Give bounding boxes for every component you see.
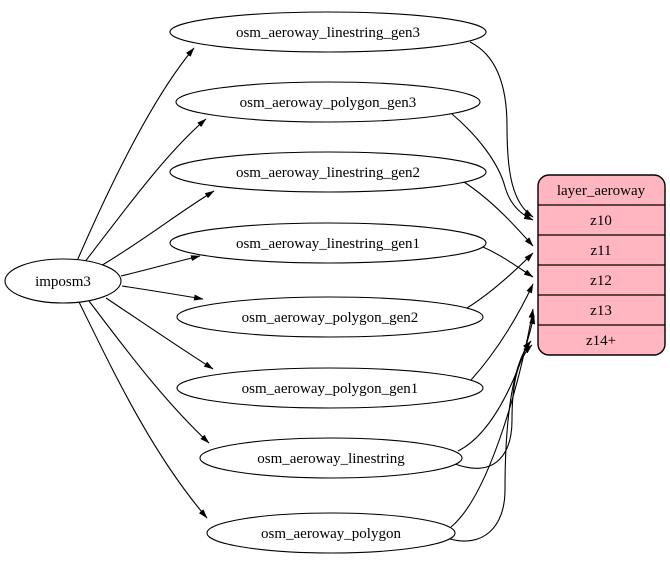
edge-linestring-gen1-z12 (482, 246, 534, 278)
table-node-label: osm_aeroway_linestring (257, 451, 405, 467)
layer-node-layer-aeroway: layer_aeroway z10 z11 z12 z13 z14+ (537, 174, 666, 356)
layer-node-title: layer_aeroway (557, 183, 646, 199)
table-node-label: osm_aeroway_linestring_gen2 (236, 165, 420, 181)
table-node-label: osm_aeroway_polygon_gen1 (242, 381, 419, 397)
layer-row-z11: z11 (590, 243, 611, 259)
table-node-osm-aeroway-polygon-gen3: osm_aeroway_polygon_gen3 (175, 81, 481, 123)
table-node-shape (169, 11, 487, 53)
table-node-osm-aeroway-polygon: osm_aeroway_polygon (206, 512, 456, 554)
edge-imposm3-polygon-gen1 (105, 297, 214, 370)
edge-imposm3-linestring (88, 300, 210, 444)
table-node-shape (169, 222, 487, 264)
edge-linestring-z14 (454, 344, 533, 469)
table-node-shape (169, 151, 487, 193)
table-node-shape (199, 437, 463, 479)
table-node-label: osm_aeroway_linestring_gen3 (236, 25, 420, 41)
edge-polygon-gen2-z11 (466, 252, 534, 309)
table-node-osm-aeroway-linestring: osm_aeroway_linestring (199, 437, 463, 479)
table-node-osm-aeroway-polygon-gen2: osm_aeroway_polygon_gen2 (176, 296, 484, 338)
edge-polygon-z14 (449, 340, 532, 542)
edge-imposm3-polygon-gen2 (121, 285, 204, 301)
table-node-shape (206, 512, 456, 554)
edge-imposm3-linestring-gen2 (98, 190, 215, 268)
edge-polygon-gen1-z12 (470, 283, 534, 381)
source-node-label: imposm3 (35, 274, 91, 290)
table-node-osm-aeroway-linestring-gen1: osm_aeroway_linestring_gen1 (169, 222, 487, 264)
layer-row-z12: z12 (590, 273, 612, 289)
layer-row-z13: z13 (590, 303, 612, 319)
edge-linestring-gen3-z10 (469, 41, 534, 218)
table-node-osm-aeroway-linestring-gen2: osm_aeroway_linestring_gen2 (169, 151, 487, 193)
source-node-shape (4, 258, 122, 304)
edge-imposm3-polygon (78, 301, 208, 519)
edge-imposm3-polygon-gen3 (83, 118, 207, 264)
table-node-osm-aeroway-polygon-gen1: osm_aeroway_polygon_gen1 (176, 367, 484, 409)
edge-imposm3-linestring-gen1 (120, 255, 201, 277)
table-node-label: osm_aeroway_polygon_gen3 (240, 95, 417, 111)
edge-polygon-z13 (450, 308, 535, 528)
table-node-label: osm_aeroway_polygon (261, 526, 401, 542)
layer-row-z10: z10 (590, 213, 612, 229)
table-node-shape (175, 81, 481, 123)
table-node-label: osm_aeroway_polygon_gen2 (242, 310, 419, 326)
table-node-shape (176, 296, 484, 338)
edges-group (76, 41, 536, 542)
table-node-osm-aeroway-linestring-gen3: osm_aeroway_linestring_gen3 (169, 11, 487, 53)
edge-polygon-gen3-z10 (451, 113, 534, 221)
edge-imposm3-linestring-gen3 (76, 47, 195, 262)
edge-linestring-z13 (457, 314, 536, 452)
table-node-shape (176, 367, 484, 409)
layer-row-z14plus: z14+ (586, 333, 616, 349)
table-node-label: osm_aeroway_linestring_gen1 (236, 236, 420, 252)
source-node-imposm3: imposm3 (4, 258, 122, 304)
edge-linestring-gen2-z11 (463, 181, 534, 247)
